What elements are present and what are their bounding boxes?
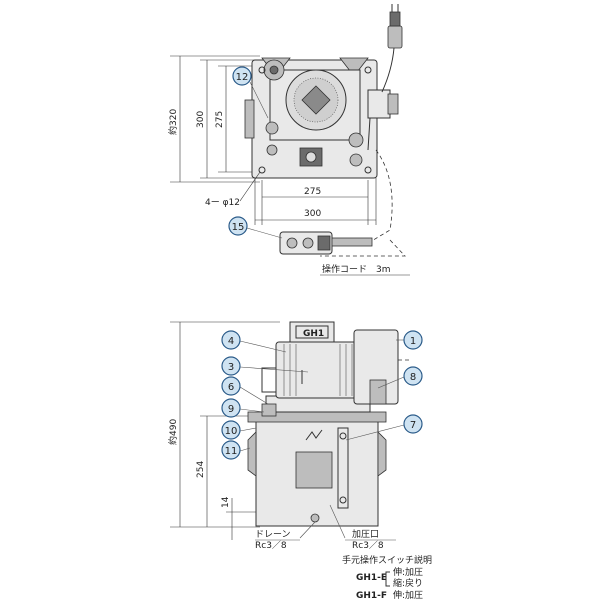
callout-3: 3	[228, 362, 234, 373]
pressure-label: 加圧口	[352, 529, 379, 540]
callout-bubble	[403, 414, 423, 434]
gh1e-extend: 伸:加圧	[393, 566, 423, 578]
dim-tank-height: 254	[196, 461, 206, 478]
nameplate: GH1	[303, 329, 324, 339]
callout-bubble	[221, 420, 241, 440]
callout-bubble	[403, 330, 423, 350]
switch-notes: 手元操作スイッチ説明 GH1-E 伸:加圧 縮:戻り GH1-F 伸:加圧	[342, 554, 432, 600]
callout-bubble	[403, 366, 423, 386]
dim-hole: 4ー φ12	[205, 198, 240, 208]
callout-bubble	[221, 440, 241, 460]
callout-bubble	[221, 330, 241, 350]
dim-height-total-front: 約490	[167, 419, 179, 445]
drain-label: ドレーン	[255, 530, 291, 540]
callout-15: 15	[232, 222, 245, 233]
callout-8: 8	[410, 372, 416, 383]
gh1e-model: GH1-E	[356, 573, 387, 583]
front-view: 約490 254 14 G	[167, 321, 412, 551]
callout-bubble	[221, 356, 241, 376]
cord-label: 操作コード 3m	[322, 263, 391, 275]
dim-width-total: 300	[304, 209, 321, 219]
gh1e-retract: 縮:戻り	[393, 577, 423, 589]
dim-width-bolt: 275	[304, 187, 321, 197]
callout-bubble	[221, 398, 241, 418]
callout-bubble	[228, 216, 248, 236]
switch-notes-title: 手元操作スイッチ説明	[342, 554, 432, 566]
top-view: 約320 300 275	[167, 4, 410, 276]
dim-height-inner-top: 300	[196, 111, 206, 128]
drain-port: Rc3／8	[255, 540, 287, 551]
callouts: 12 15 4 3 6 9 10 11 1 8 7	[221, 66, 423, 460]
callout-1: 1	[410, 336, 416, 347]
gh1f-model: GH1-F	[356, 591, 387, 600]
callout-bubble	[221, 376, 241, 396]
pressure-port: Rc3／8	[352, 540, 384, 551]
dim-height-total-top: 約320	[167, 109, 179, 135]
callout-bubble	[232, 66, 252, 86]
dim-bottom: 14	[221, 496, 231, 508]
callout-10: 10	[225, 426, 238, 437]
dim-height-bolt-top: 275	[215, 111, 225, 128]
callout-7: 7	[410, 420, 416, 431]
gh1f-extend: 伸:加圧	[393, 589, 423, 600]
callout-9: 9	[228, 404, 234, 415]
callout-11: 11	[225, 446, 238, 457]
motor-fins	[283, 344, 353, 396]
callout-6: 6	[228, 382, 234, 393]
callout-4: 4	[228, 336, 234, 347]
callout-12: 12	[236, 72, 249, 83]
